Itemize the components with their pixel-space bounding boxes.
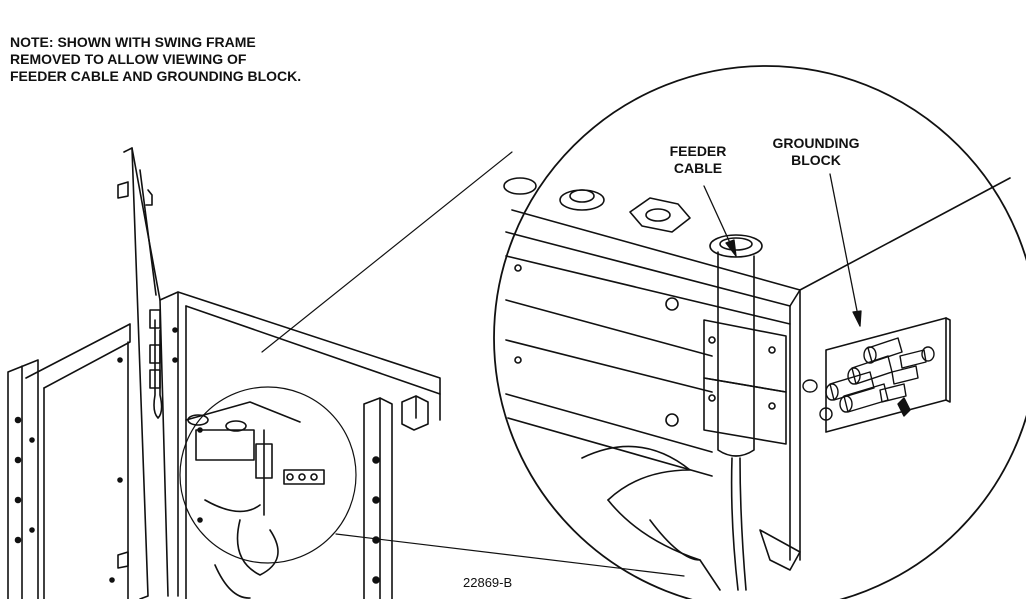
feeder-cable-arrow bbox=[703, 185, 737, 257]
feeder-cable-label-line2: CABLE bbox=[673, 160, 723, 176]
magnification-leader-lines bbox=[261, 151, 685, 577]
magnified-detail bbox=[493, 65, 1026, 599]
note-line-3: FEEDER CABLE AND GROUNDING BLOCK. bbox=[10, 68, 302, 84]
grounding-block-label: GROUNDING BLOCK bbox=[756, 135, 876, 169]
figure-id: 22869-B bbox=[463, 575, 513, 590]
note-line-2: REMOVED TO ALLOW VIEWING OF bbox=[10, 51, 247, 67]
feeder-cable-label: FEEDER CABLE bbox=[648, 143, 748, 177]
grounding-block-label-line2: BLOCK bbox=[791, 152, 841, 168]
feeder-cable-label-line1: FEEDER bbox=[669, 143, 727, 159]
note-line-1: NOTE: SHOWN WITH SWING FRAME bbox=[10, 34, 256, 50]
grounding-block-label-line1: GROUNDING bbox=[772, 135, 860, 151]
cabinet-overview bbox=[7, 147, 441, 599]
note-text: NOTE: SHOWN WITH SWING FRAME REMOVED TO … bbox=[10, 34, 301, 85]
grounding-block-arrow bbox=[829, 173, 862, 327]
